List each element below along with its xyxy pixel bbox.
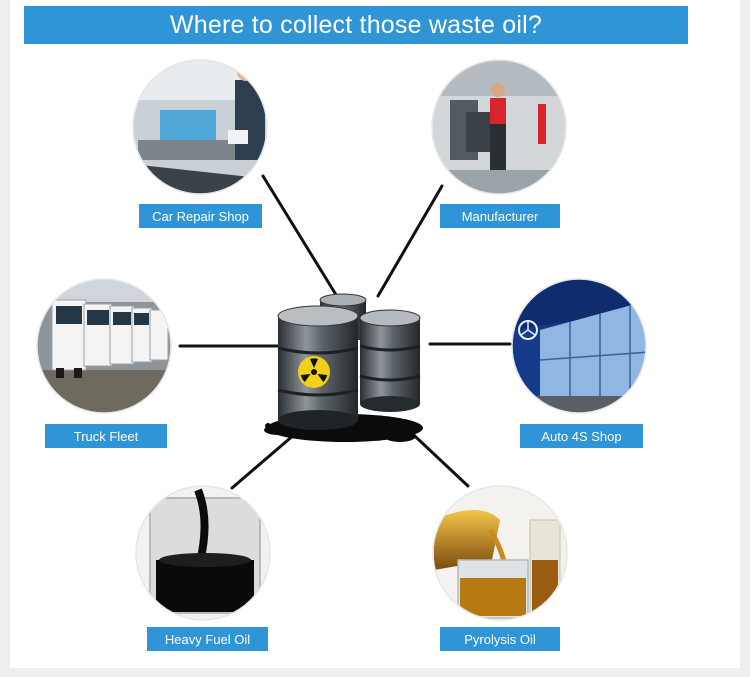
mechanic-workshop-icon <box>132 59 268 195</box>
amber-oil-pour-icon <box>432 485 568 621</box>
label-heavy-fuel-oil: Heavy Fuel Oil <box>147 627 268 651</box>
diagram-canvas: Where to collect those waste oil? <box>10 0 740 668</box>
label-truck-fleet: Truck Fleet <box>45 424 167 448</box>
label-car-repair-shop: Car Repair Shop <box>139 204 262 228</box>
label-auto-4s-shop: Auto 4S Shop <box>520 424 643 448</box>
diagram-graphics <box>36 59 647 621</box>
car-dealership-icon <box>511 278 647 414</box>
label-manufacturer: Manufacturer <box>440 204 560 228</box>
truck-fleet-icon <box>36 278 172 414</box>
black-oil-beaker-icon <box>135 485 271 621</box>
diagram-title: Where to collect those waste oil? <box>24 6 688 44</box>
factory-worker-icon <box>431 59 567 195</box>
radioactive-oil-barrels-icon <box>264 293 423 442</box>
label-pyrolysis-oil: Pyrolysis Oil <box>440 627 560 651</box>
